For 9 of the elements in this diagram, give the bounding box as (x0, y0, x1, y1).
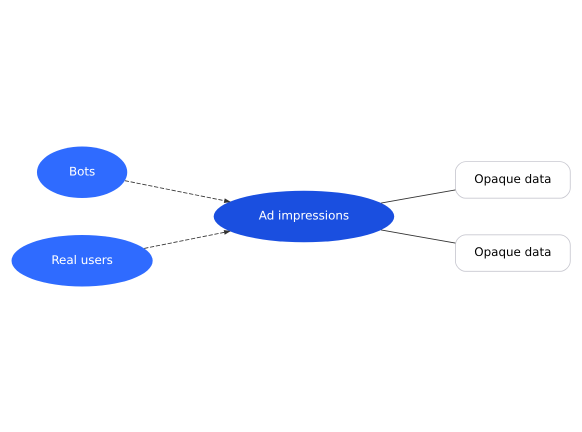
node-ellipse: Bots (36, 146, 128, 198)
node-ellipse: Real users (12, 234, 153, 286)
connector (380, 229, 456, 243)
node-box: Opaque data (455, 234, 571, 272)
node-box: Opaque data (455, 160, 571, 198)
arrow (144, 230, 231, 248)
arrow (124, 180, 231, 202)
node-ellipse: Ad impressions (214, 190, 394, 242)
connector (380, 189, 456, 203)
